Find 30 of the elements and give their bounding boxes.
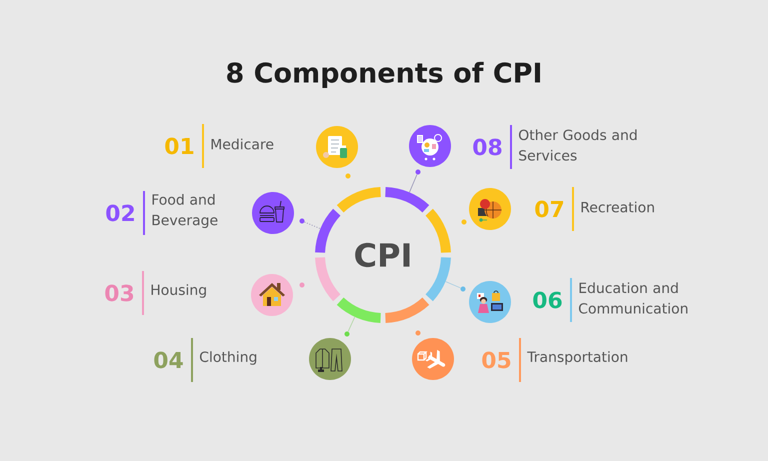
laptop-person-icon xyxy=(469,281,511,323)
item-label: Education and Communication xyxy=(579,282,688,314)
item-label: Food and Beverage xyxy=(152,194,218,228)
item-number: 03 xyxy=(105,284,134,302)
connector-line xyxy=(304,222,321,230)
airplane-icon xyxy=(412,338,454,380)
connector-line xyxy=(445,281,461,288)
burger-drink-icon xyxy=(252,192,294,234)
item-label: Clothing xyxy=(200,351,256,365)
item-number: 02 xyxy=(106,204,134,222)
connector-line xyxy=(409,174,418,193)
document-icon xyxy=(316,126,358,168)
balls-icon xyxy=(469,188,511,230)
item-number: 08 xyxy=(473,138,502,156)
title: 8 Components of CPI xyxy=(227,62,540,88)
house-icon xyxy=(251,274,293,316)
item-number: 04 xyxy=(154,352,183,368)
item-label: Recreation xyxy=(582,202,654,212)
item-number: 05 xyxy=(482,352,510,368)
item-number: 06 xyxy=(533,292,562,308)
item-number: 07 xyxy=(535,200,564,218)
connector-line xyxy=(348,316,356,332)
item-label: Other Goods and Services xyxy=(519,129,637,161)
center-ring: CPI xyxy=(315,187,451,323)
clothes-icon xyxy=(309,338,351,380)
item-label: Transportation xyxy=(527,351,628,365)
item-label: Housing xyxy=(152,284,206,298)
assorted-items-icon xyxy=(409,125,451,167)
item-label: Medicare xyxy=(212,138,274,150)
item-number: 01 xyxy=(165,138,194,154)
